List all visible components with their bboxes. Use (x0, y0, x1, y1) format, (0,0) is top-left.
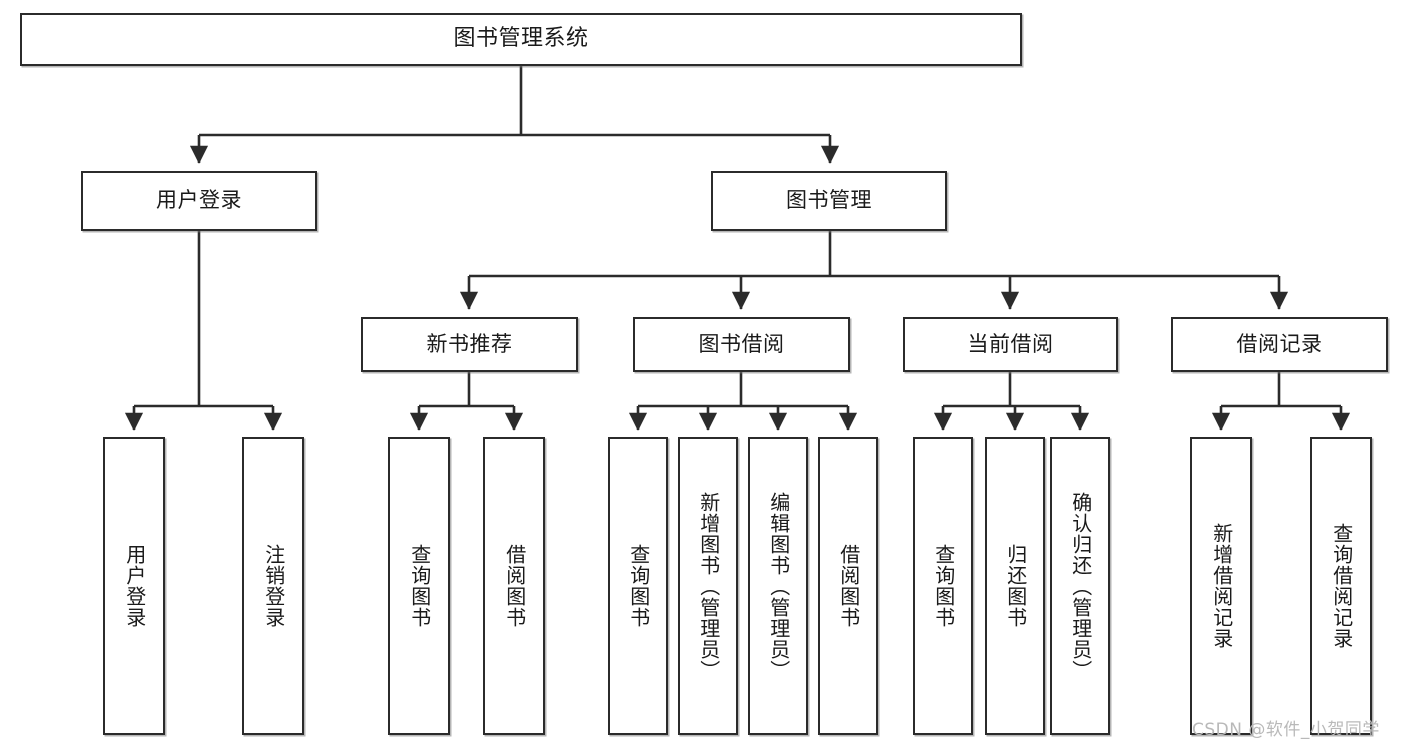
node-label: 查询图书 (626, 544, 651, 628)
node-root-system[interactable]: 图书管理系统 (20, 13, 1022, 66)
node-label: 借阅图书 (502, 544, 527, 628)
node-label: 借阅记录 (1236, 331, 1323, 356)
node-label: 新增图书（管理员） (696, 491, 721, 681)
node-leaf-query-borrow-record[interactable]: 查询借阅记录 (1310, 437, 1372, 735)
node-leaf-query-book-borrow[interactable]: 查询图书 (608, 437, 668, 735)
node-label: 新增借阅记录 (1209, 523, 1234, 649)
node-label: 借阅图书 (836, 544, 861, 628)
node-borrow-record[interactable]: 借阅记录 (1171, 317, 1388, 372)
node-label: 图书借阅 (698, 331, 785, 356)
node-leaf-edit-book-admin[interactable]: 编辑图书（管理员） (748, 437, 808, 735)
node-label: 确认归还（管理员） (1068, 491, 1093, 681)
node-label: 用户登录 (122, 544, 147, 628)
node-label: 图书管理 (786, 188, 872, 213)
node-leaf-query-book-cur[interactable]: 查询图书 (913, 437, 973, 735)
node-book-borrow[interactable]: 图书借阅 (633, 317, 850, 372)
csdn-watermark: CSDN @软件_小贺同学 (1192, 720, 1380, 740)
node-leaf-borrow-book-rec[interactable]: 借阅图书 (483, 437, 545, 735)
node-leaf-user-login[interactable]: 用户登录 (103, 437, 165, 735)
node-label: 编辑图书（管理员） (766, 491, 791, 681)
node-new-book-recommend[interactable]: 新书推荐 (361, 317, 578, 372)
node-user-login[interactable]: 用户登录 (81, 171, 317, 231)
node-leaf-add-book-admin[interactable]: 新增图书（管理员） (678, 437, 738, 735)
node-label: 查询图书 (931, 544, 956, 628)
node-label: 当前借阅 (967, 331, 1054, 356)
node-leaf-query-book-rec[interactable]: 查询图书 (388, 437, 450, 735)
node-current-borrow[interactable]: 当前借阅 (903, 317, 1118, 372)
node-leaf-add-borrow-record[interactable]: 新增借阅记录 (1190, 437, 1252, 735)
node-label: 查询图书 (407, 544, 432, 628)
node-leaf-confirm-return-admin[interactable]: 确认归还（管理员） (1050, 437, 1110, 735)
node-leaf-return-book[interactable]: 归还图书 (985, 437, 1045, 735)
node-label: 用户登录 (156, 188, 242, 213)
node-label: 注销登录 (261, 544, 286, 628)
node-label: 归还图书 (1003, 544, 1028, 628)
node-label: 查询借阅记录 (1329, 523, 1354, 649)
node-leaf-logout-login[interactable]: 注销登录 (242, 437, 304, 735)
node-leaf-borrow-book[interactable]: 借阅图书 (818, 437, 878, 735)
node-label: 新书推荐 (426, 331, 513, 356)
node-label: 图书管理系统 (453, 26, 589, 52)
node-book-manage[interactable]: 图书管理 (711, 171, 947, 231)
